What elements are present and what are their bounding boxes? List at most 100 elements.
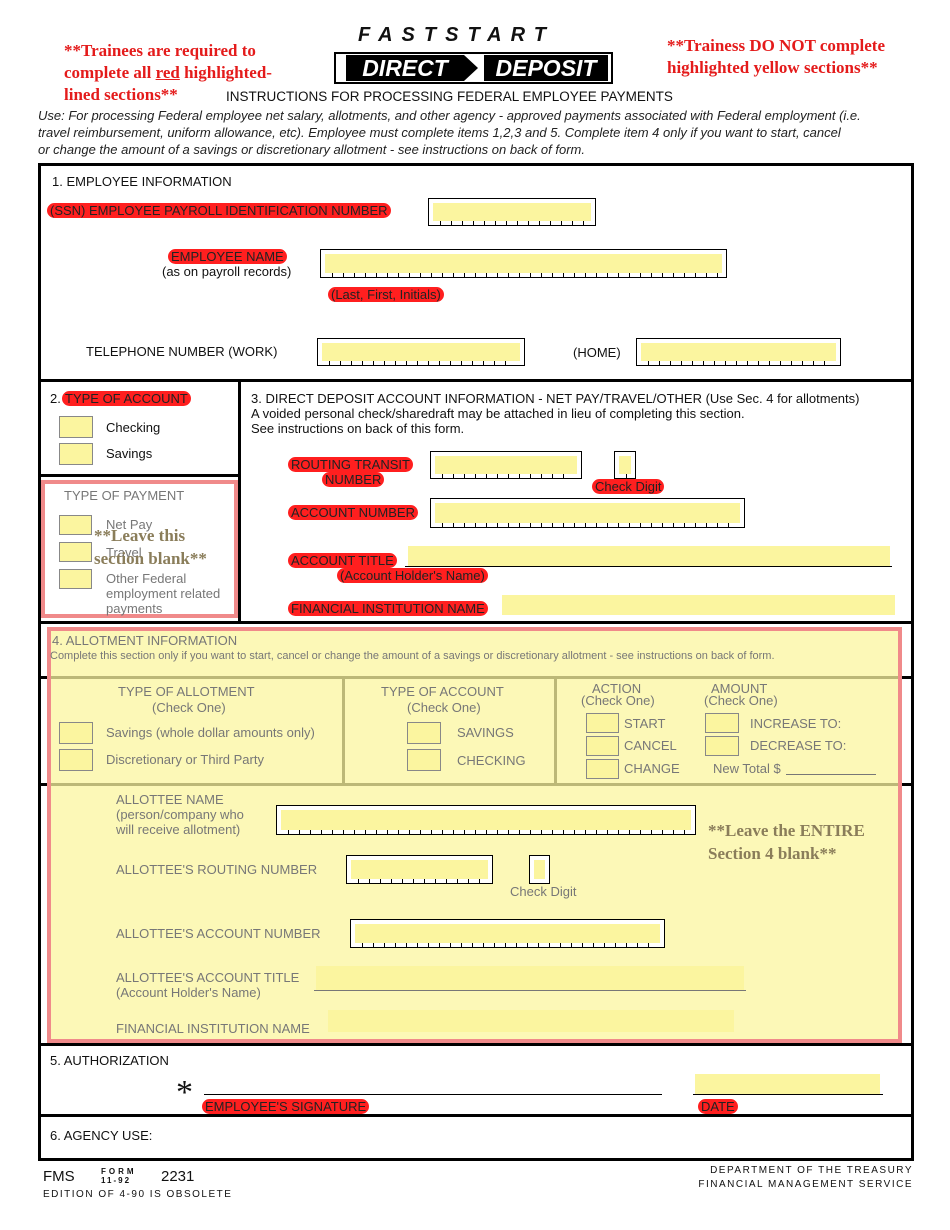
check-digit-input[interactable] (614, 451, 636, 479)
segment-tick (813, 361, 814, 365)
employee-name-input[interactable] (320, 249, 727, 278)
employee-name-label: EMPLOYEE NAME (168, 249, 287, 264)
allottee-check-digit-input[interactable] (529, 855, 550, 884)
new-total-label: New Total $ (713, 761, 781, 776)
allottee-name-sub-1: (person/company who (116, 807, 244, 822)
start-label: START (624, 716, 666, 731)
segment-tick (439, 943, 440, 947)
segment-tick (310, 830, 311, 834)
travel-checkbox[interactable] (59, 542, 92, 562)
routing-number-input[interactable] (430, 451, 582, 479)
segment-tick (406, 943, 407, 947)
cancel-checkbox[interactable] (586, 736, 619, 756)
divider (38, 1114, 914, 1117)
net-pay-checkbox[interactable] (59, 515, 92, 535)
segment-tick (406, 361, 407, 365)
segment-tick (362, 361, 363, 365)
segment-tick (468, 879, 469, 883)
section-1-title: 1. EMPLOYEE INFORMATION (52, 174, 232, 189)
logo-deposit: DEPOSIT (484, 55, 608, 81)
segment-tick (736, 361, 737, 365)
start-checkbox[interactable] (586, 713, 619, 733)
allot-checking-checkbox[interactable] (407, 749, 441, 771)
segment-tick (728, 523, 729, 527)
date-input[interactable] (695, 1074, 880, 1094)
amount-check-one: (Check One) (704, 693, 778, 708)
account-number-label: ACCOUNT NUMBER (288, 505, 418, 520)
segment-tick (582, 943, 583, 947)
allottee-name-input[interactable] (276, 805, 696, 835)
account-number-input[interactable] (430, 498, 745, 528)
allottee-name-sub-2: will receive allotment) (116, 822, 241, 837)
segment-tick (332, 830, 333, 834)
action-title: ACTION (592, 681, 642, 696)
segment-tick (365, 830, 366, 834)
segment-tick (464, 523, 465, 527)
segment-tick (472, 361, 473, 365)
segment-tick (440, 221, 441, 225)
other-payment-checkbox[interactable] (59, 569, 92, 589)
segment-tick (457, 879, 458, 883)
increase-label: INCREASE TO: (750, 716, 842, 731)
allottee-account-input[interactable] (350, 919, 665, 948)
use-line: travel reimbursement, uniform allowance,… (38, 125, 841, 140)
increase-checkbox[interactable] (705, 713, 739, 733)
segment-tick (574, 830, 575, 834)
segment-tick (519, 523, 520, 527)
segment-tick (351, 361, 352, 365)
segment-tick (354, 830, 355, 834)
allottee-fi-input[interactable] (328, 1010, 734, 1032)
segment-tick (475, 830, 476, 834)
segment-tick (673, 830, 674, 834)
segment-tick (626, 943, 627, 947)
segment-tick (442, 830, 443, 834)
change-checkbox[interactable] (586, 759, 619, 779)
ssn-input[interactable] (428, 198, 596, 226)
segment-tick (329, 361, 330, 365)
date-label: DATE (698, 1099, 738, 1114)
segment-tick (572, 221, 573, 225)
allottee-name-label: ALLOTTEE NAME (116, 792, 224, 807)
segment-tick (574, 523, 575, 527)
segment-tick (391, 879, 392, 883)
segment-tick (560, 943, 561, 947)
segment-tick (376, 273, 377, 277)
cancel-label: CANCEL (624, 738, 677, 753)
segment-tick (549, 943, 550, 947)
decrease-checkbox[interactable] (705, 736, 739, 756)
allot-savings-checkbox[interactable] (407, 722, 441, 744)
direct-deposit-logo: DIRECT DEPOSIT (334, 52, 613, 84)
dept-line-1: DEPARTMENT OF THE TREASURY (710, 1165, 913, 1176)
phone-home-input[interactable] (636, 338, 841, 366)
allottee-routing-input[interactable] (346, 855, 493, 884)
segment-tick (561, 221, 562, 225)
trainee-note-line-1: **Trainees are required to (64, 41, 256, 60)
fi-name-input[interactable] (502, 595, 895, 615)
segment-tick (450, 361, 451, 365)
checking-checkbox[interactable] (59, 416, 93, 438)
segment-tick (618, 273, 619, 277)
segment-tick (541, 830, 542, 834)
segment-tick (629, 273, 630, 277)
segment-tick (508, 273, 509, 277)
account-title-input[interactable] (408, 546, 890, 566)
new-total-input[interactable] (786, 774, 876, 775)
savings-allotment-checkbox[interactable] (59, 722, 93, 744)
change-label: CHANGE (624, 761, 680, 776)
segment-tick (486, 474, 487, 478)
segment-tick (461, 361, 462, 365)
savings-checkbox[interactable] (59, 443, 93, 465)
segment-tick (505, 361, 506, 365)
segment-tick (552, 830, 553, 834)
discretionary-checkbox[interactable] (59, 749, 93, 771)
segment-tick (629, 523, 630, 527)
allottee-title-input[interactable] (316, 966, 744, 990)
segment-tick (651, 830, 652, 834)
segment-tick (519, 830, 520, 834)
segment-tick (596, 830, 597, 834)
leave-blank-line: **Leave this (94, 526, 186, 545)
phone-work-input[interactable] (317, 338, 525, 366)
segment-tick (483, 361, 484, 365)
signature-line[interactable] (204, 1094, 662, 1095)
segment-tick (706, 523, 707, 527)
